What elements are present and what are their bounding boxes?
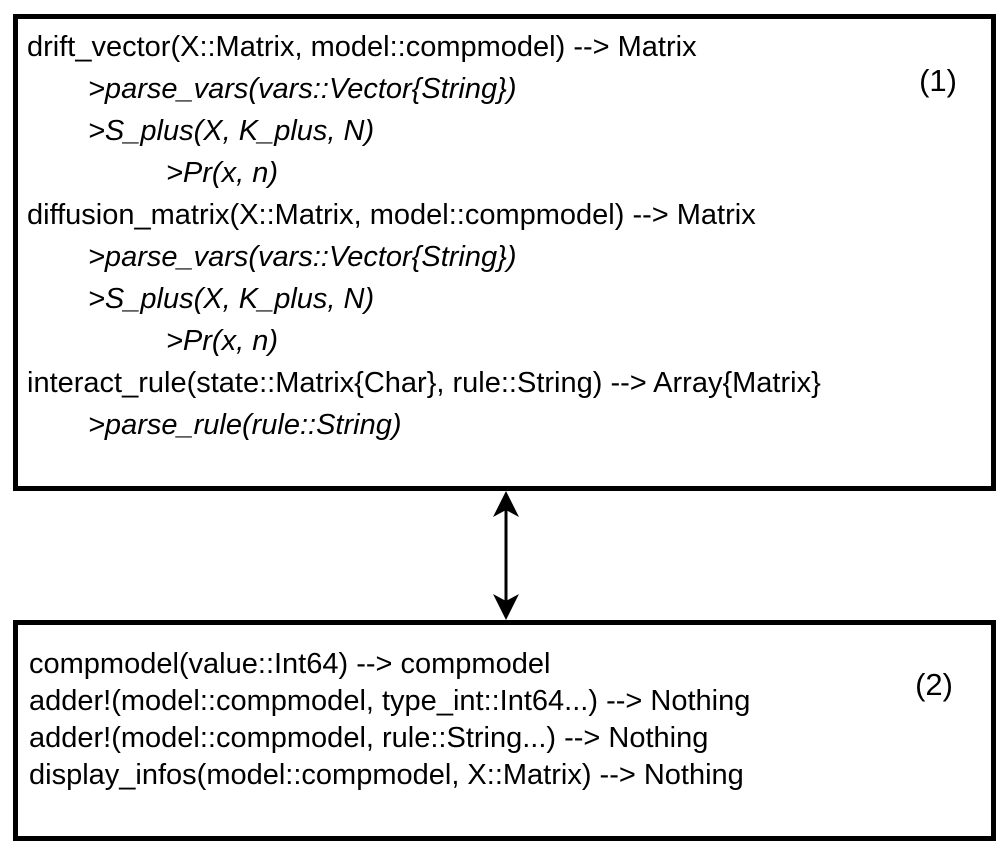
- signature-line: >S_plus(X, K_plus, N): [88, 115, 375, 147]
- signature-line: >S_plus(X, K_plus, N): [88, 283, 375, 315]
- signature-line: >parse_vars(vars::Vector{String}): [88, 241, 517, 273]
- signature-line: interact_rule(state::Matrix{Char}, rule:…: [27, 367, 821, 399]
- signature-line: adder!(model::compmodel, type_int::Int64…: [29, 685, 751, 717]
- signature-line: drift_vector(X::Matrix, model::compmodel…: [27, 31, 697, 63]
- box2-label: (2): [915, 667, 953, 702]
- bidirectional-arrow-icon: [493, 491, 519, 620]
- signature-line: >parse_rule(rule::String): [88, 409, 402, 441]
- signature-line: >parse_vars(vars::Vector{String}): [88, 73, 517, 105]
- function-box-1: drift_vector(X::Matrix, model::compmodel…: [13, 14, 996, 491]
- signature-line: >Pr(x, n): [166, 325, 278, 357]
- box1-label: (1): [919, 63, 957, 98]
- signature-line: >Pr(x, n): [166, 157, 278, 189]
- signature-line: compmodel(value::Int64) --> compmodel: [29, 648, 551, 680]
- signature-line: diffusion_matrix(X::Matrix, model::compm…: [27, 199, 756, 231]
- signature-line: adder!(model::compmodel, rule::String...…: [29, 722, 709, 754]
- signature-line: display_infos(model::compmodel, X::Matri…: [29, 759, 744, 791]
- box1-signatures: drift_vector(X::Matrix, model::compmodel…: [18, 19, 991, 446]
